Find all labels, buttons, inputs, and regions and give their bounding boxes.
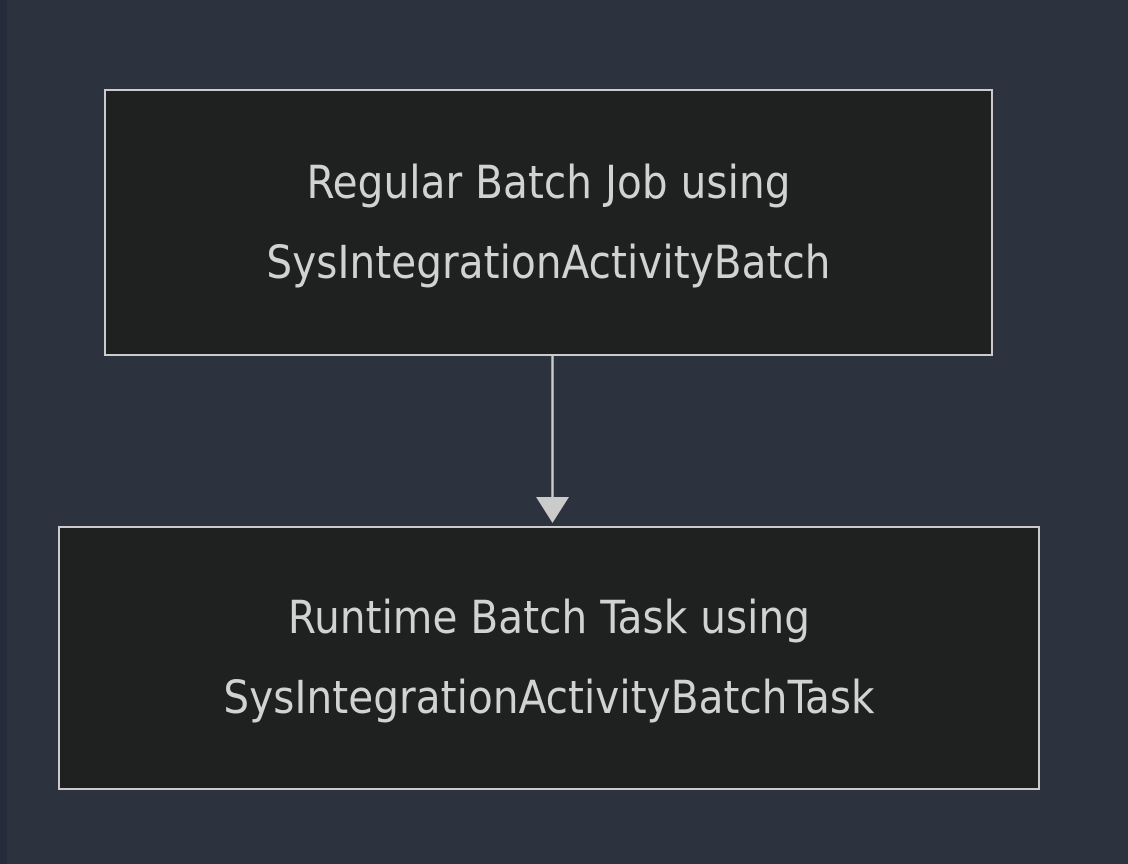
left-gutter-strip: [0, 0, 7, 864]
edge-batch-job-to-batch-task: [536, 356, 569, 523]
node-label-line-1: Regular Batch Job using: [306, 155, 791, 209]
node-label-line-2: SysIntegrationActivityBatchTask: [223, 671, 875, 724]
node-runtime-batch-task[interactable]: Runtime Batch Task using SysIntegrationA…: [58, 526, 1040, 790]
edge-arrowhead-icon: [536, 497, 569, 523]
node-label-line-1: Runtime Batch Task using: [287, 591, 811, 644]
node-regular-batch-job[interactable]: Regular Batch Job using SysIntegrationAc…: [104, 89, 993, 356]
node-label-line-2: SysIntegrationActivityBatch: [266, 235, 831, 289]
